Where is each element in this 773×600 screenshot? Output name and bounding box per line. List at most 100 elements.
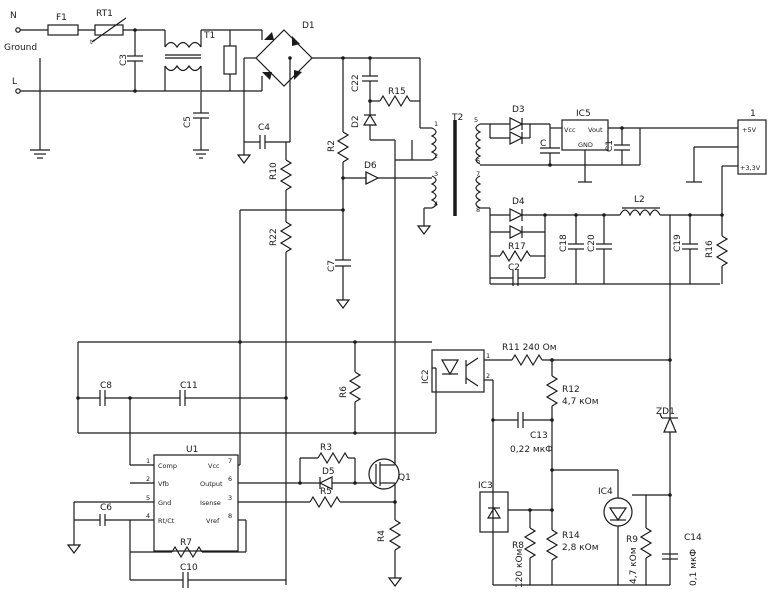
label-c14-value: 0,1 мкФ: [689, 549, 699, 586]
label-d4: D4: [512, 197, 525, 207]
label-r11: R11 240 Ом: [502, 343, 556, 353]
controller-u1: [100, 454, 310, 552]
u1-pinnum-4: 4: [146, 512, 150, 520]
label-connector-ref: 1: [750, 109, 756, 119]
resistor-r10: [279, 142, 293, 222]
u1-pin-vfb: Vfb: [158, 480, 169, 488]
label-q1: Q1: [398, 473, 411, 483]
label-c13-value: 0,22 мкФ: [510, 445, 553, 455]
label-r12-value: 4,7 кОм: [562, 397, 598, 407]
shunt-regulator-ic3: [479, 491, 554, 533]
mosfet-q1: [368, 458, 400, 520]
label-plus3v3: +3,3V: [740, 164, 761, 172]
label-ic5-gnd: GND: [578, 141, 593, 149]
inductor-l2: [619, 207, 722, 217]
label-r14: R14: [562, 531, 580, 541]
label-c18: C18: [559, 234, 569, 252]
label-t1: T1: [203, 31, 215, 41]
resistor-r15: [370, 58, 432, 129]
capacitor-c11: [179, 390, 288, 406]
label-ic5-vcc: Vcc: [564, 126, 576, 134]
label-r14-value: 2,8 кОм: [562, 543, 598, 553]
label-d1: D1: [302, 21, 315, 31]
comparator-ic4: [550, 468, 672, 585]
label-r8: R8: [512, 541, 524, 551]
regulator-ic5: [561, 119, 738, 183]
label-c7: C7: [327, 260, 337, 272]
t2-pin-5: 5: [474, 116, 478, 124]
bridge-rectifier-d1: [236, 29, 420, 164]
label-f1: F1: [56, 13, 67, 23]
t2-pin-3: 3: [434, 170, 438, 178]
u1-pin-isense: Isense: [200, 499, 221, 507]
label-r15: R15: [388, 87, 406, 97]
label-ground: Ground: [4, 43, 37, 53]
label-u1: U1: [186, 445, 198, 455]
capacitor-c6: [66, 501, 130, 554]
label-r9: R9: [626, 535, 638, 545]
label-ic5-vout: Vout: [588, 126, 603, 134]
label-zd1: ZD1: [656, 407, 675, 417]
label-ic5: IC5: [576, 109, 591, 119]
label-c2: C2: [508, 263, 520, 273]
capacitor-c13: [491, 412, 554, 428]
label-c8: C8: [100, 381, 112, 391]
capacitor-c19: [682, 213, 698, 284]
label-l2: L2: [634, 195, 645, 205]
resistor-r5: [309, 495, 397, 509]
label-c1: C1: [605, 140, 615, 152]
label-d6: D6: [364, 161, 377, 171]
label-c13: C13: [530, 431, 548, 441]
resistor-r11: [511, 353, 672, 367]
label-d3: D3: [512, 105, 525, 115]
u1-pin-vref: Vref: [206, 517, 220, 525]
u1-pinnum-8: 8: [228, 512, 232, 520]
ic2-pin-2: 2: [486, 372, 490, 380]
optocoupler-ic2: [431, 349, 512, 585]
capacitor-c3: [127, 28, 143, 93]
label-r16: R16: [705, 240, 715, 258]
labels: N Ground L F1 RT1 t° T1 D1 C3 C5 C4 C22 …: [4, 9, 761, 588]
u1-pin-vcc: Vcc: [208, 462, 220, 470]
capacitor-c8: [76, 390, 180, 465]
terminal-l: [15, 88, 21, 94]
resistor-r7: [129, 520, 246, 559]
label-r4: R4: [377, 530, 387, 542]
label-l: L: [12, 77, 17, 87]
resistor-r16: [715, 165, 738, 284]
label-c5: C5: [183, 116, 193, 128]
u1-pin-rtct: Rt/Ct: [158, 517, 175, 525]
u1-pinnum-6: 6: [228, 475, 232, 483]
diode-d5: [298, 476, 372, 490]
t2-pin-8: 8: [476, 206, 480, 214]
label-c10: C10: [180, 563, 198, 573]
label-c3: C3: [119, 54, 129, 66]
fuse-f1: [47, 24, 95, 36]
label-t2: T2: [451, 113, 463, 123]
transformer-t2: [395, 120, 482, 235]
feedback-network: [77, 215, 671, 434]
resistor-r2: [336, 56, 350, 178]
capacitor-c14: [662, 553, 678, 560]
label-r9-value: 4,7 кОм: [629, 548, 639, 584]
u1-pin-gnd: Gnd: [158, 499, 171, 507]
label-d2: D2: [351, 115, 361, 128]
mains-input: [15, 27, 200, 159]
label-r12: R12: [562, 385, 580, 395]
label-plus5v: +5V: [742, 126, 757, 134]
diode-d6: [341, 171, 432, 185]
capacitor-c4: [244, 56, 292, 149]
t2-pin-4: 4: [434, 200, 438, 208]
label-r3: R3: [320, 443, 332, 453]
label-n: N: [10, 11, 17, 21]
t2-pin-2: 2: [434, 152, 438, 160]
u1-pinnum-2: 2: [146, 475, 150, 483]
label-c20: C20: [587, 234, 597, 252]
resistor-r6: [348, 371, 362, 435]
u1-pinnum-7: 7: [228, 457, 232, 465]
label-r5: R5: [320, 487, 332, 497]
label-ic4: IC4: [598, 487, 613, 497]
capacitor-c22: [362, 56, 378, 103]
resistor-r9: [639, 495, 653, 585]
